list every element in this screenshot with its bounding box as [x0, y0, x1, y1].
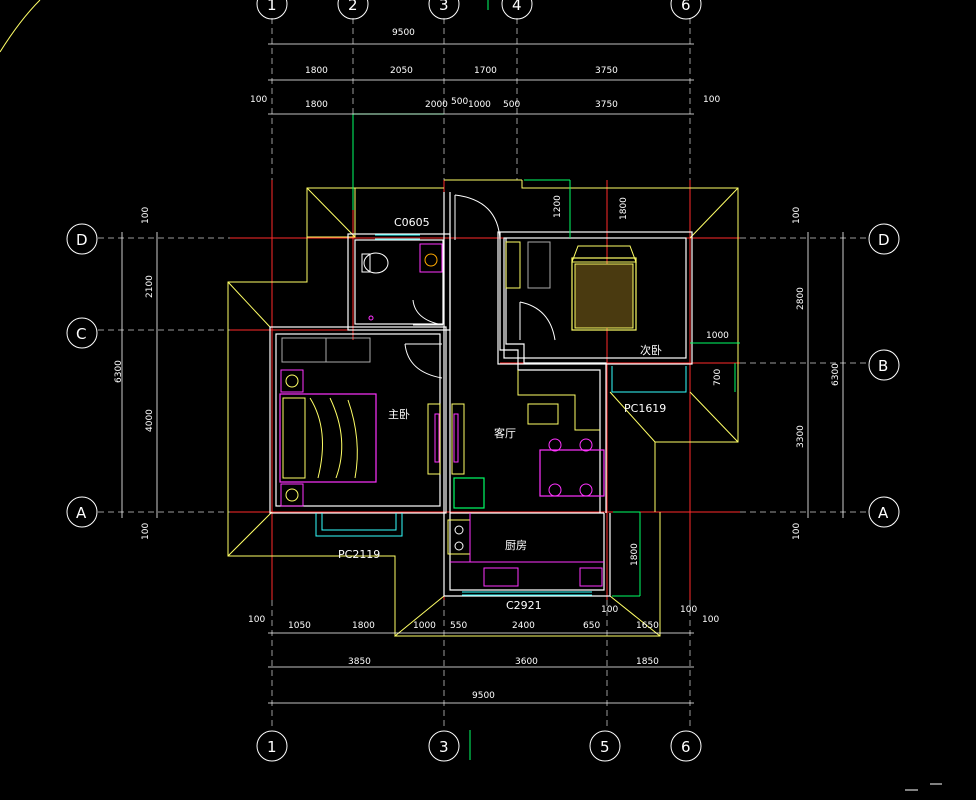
dim-bot-inner: 100 — [601, 605, 618, 615]
window-pc1619-label: PC1619 — [624, 402, 666, 415]
dim-inner-d4: 700 — [713, 369, 723, 386]
dim-top-r1-2: 1700 — [474, 66, 497, 76]
furniture — [279, 241, 637, 587]
dim-bot-r1-2: 1850 — [636, 657, 659, 667]
dim-bot-r2-0: 1050 — [288, 621, 311, 631]
roof-outline — [227, 179, 739, 638]
axis-left-C: C — [76, 325, 86, 343]
dim-top-r2-0: 1800 — [305, 100, 328, 110]
dim-inner-d1: 1200 — [553, 195, 563, 218]
window-pc2119-label: PC2119 — [338, 548, 380, 561]
dim-top-r2-3: 1000 — [468, 100, 491, 110]
dim-bot-r1-0: 3850 — [348, 657, 371, 667]
dim-inner-d3: 1000 — [706, 331, 729, 341]
dim-chains — [121, 43, 844, 704]
axis-top-2: 2 — [348, 0, 358, 14]
dim-top-edge-right: 100 — [703, 95, 720, 105]
windows — [315, 234, 687, 596]
dim-top-r1-1: 2050 — [390, 66, 413, 76]
dim-top-r1-3: 3750 — [595, 66, 618, 76]
axis-bottom-6: 6 — [681, 738, 691, 756]
dim-right-top: 100 — [792, 207, 802, 224]
dim-bot-inner2: 100 — [680, 605, 697, 615]
dim-left-bottom: 100 — [141, 523, 151, 540]
room-master-bedroom: 主卧 — [388, 408, 410, 421]
dim-bot-edge-right: 100 — [702, 615, 719, 625]
dim-inner-d2: 1800 — [619, 197, 629, 220]
dim-top-r1-0: 1800 — [305, 66, 328, 76]
dim-bot-r2-4: 2400 — [512, 621, 535, 631]
dim-top-r2-1: 2000 — [425, 100, 448, 110]
axis-bottom-3: 3 — [439, 738, 449, 756]
dim-bot-r2-6: 1650 — [636, 621, 659, 631]
dim-bot-r2-1: 1800 — [352, 621, 375, 631]
room-kitchen: 厨房 — [505, 539, 527, 552]
dim-bot-r2-3: 550 — [450, 621, 467, 631]
dim-left-part-0: 2100 — [145, 275, 155, 298]
dim-left-top: 100 — [141, 207, 151, 224]
dim-right-total: 6300 — [831, 363, 841, 386]
axis-bubbles — [66, 0, 900, 762]
room-living: 客厅 — [494, 426, 516, 440]
window-c2921-label: C2921 — [506, 599, 542, 612]
axis-left-D: D — [76, 231, 88, 249]
dim-bot-r1-1: 3600 — [515, 657, 538, 667]
dim-top-r2-5: 3750 — [595, 100, 618, 110]
walls — [269, 192, 693, 597]
dim-left-part-1: 4000 — [145, 409, 155, 432]
axis-bottom-1: 1 — [267, 738, 277, 756]
axis-top-4: 4 — [512, 0, 522, 14]
axis-right-B: B — [878, 357, 888, 375]
axis-left-A: A — [76, 504, 87, 522]
dim-bot-edge-left: 100 — [248, 615, 265, 625]
dim-right-part-0: 2800 — [796, 287, 806, 310]
door-swings — [404, 194, 556, 379]
corner-arc — [0, 0, 41, 53]
dim-bot-r2-5: 650 — [583, 621, 600, 631]
dim-top-r2-4: 500 — [503, 100, 520, 110]
dim-left-total: 6300 — [114, 360, 124, 383]
dim-top-total: 9500 — [392, 28, 415, 38]
axis-top-1: 1 — [267, 0, 277, 14]
axis-top-3: 3 — [439, 0, 449, 14]
ucs-marker — [905, 783, 942, 791]
dim-right-part-1: 3300 — [796, 425, 806, 448]
window-c0605-label: C0605 — [394, 216, 430, 229]
dim-top-r2-2: 500 — [451, 97, 468, 107]
axis-right-D: D — [878, 231, 890, 249]
room-second-bedroom: 次卧 — [640, 343, 662, 357]
dim-top-edge-left: 100 — [250, 95, 267, 105]
axis-right-A: A — [878, 504, 889, 522]
axis-extensions — [98, 18, 870, 730]
dim-bot-total: 9500 — [472, 691, 495, 701]
dim-bot-r2-2: 1000 — [413, 621, 436, 631]
dim-inner-d5: 1800 — [630, 543, 640, 566]
axis-bottom-5: 5 — [600, 738, 610, 756]
axis-top-6: 6 — [681, 0, 691, 14]
dim-right-bottom: 100 — [792, 523, 802, 540]
